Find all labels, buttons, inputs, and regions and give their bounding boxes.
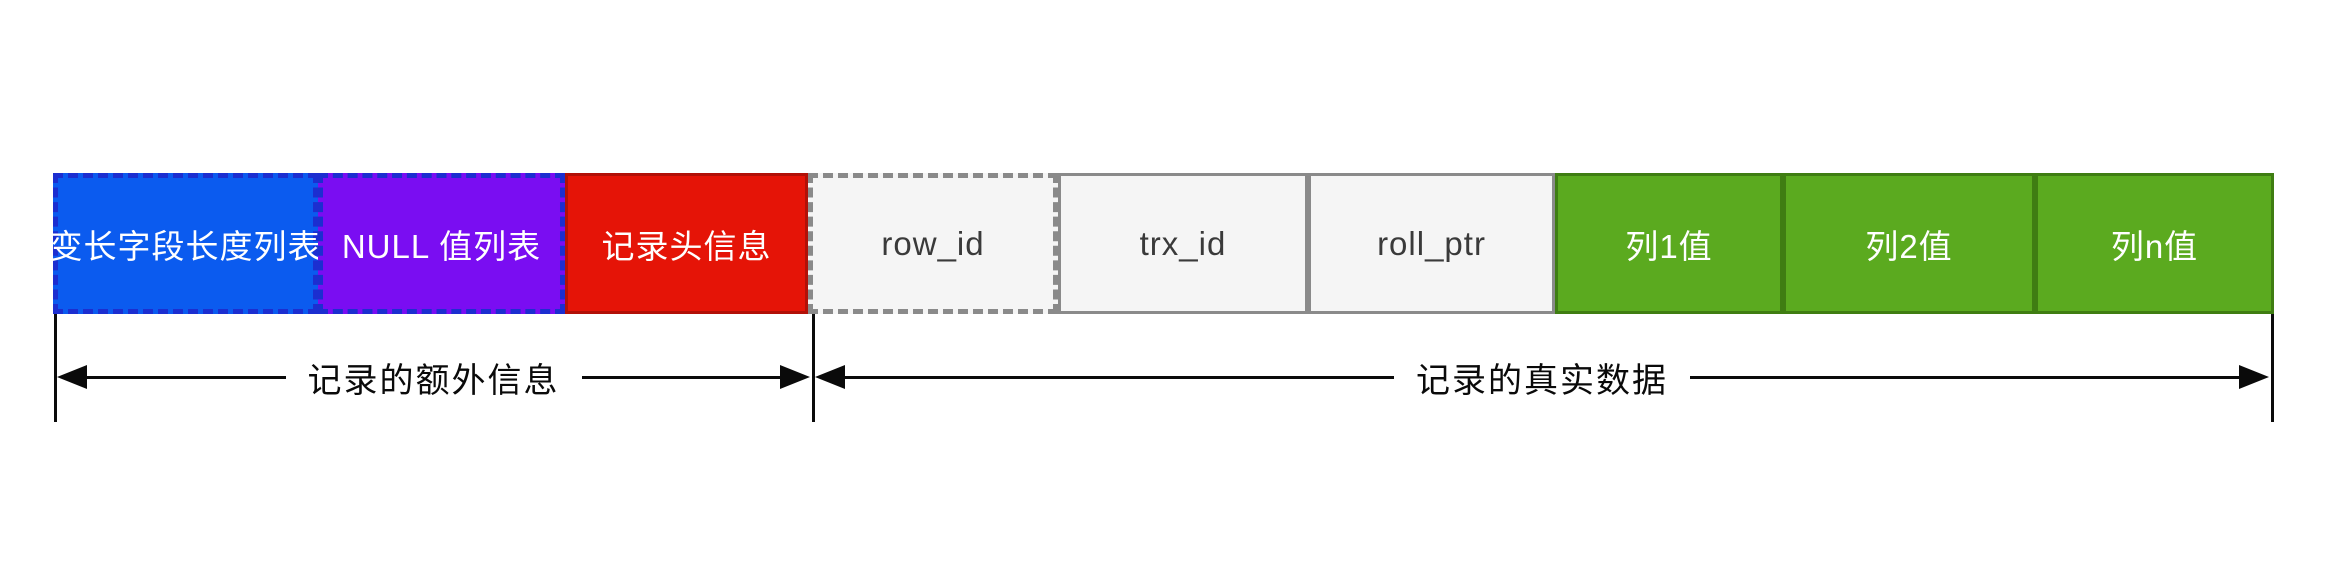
record-box-record-header: 记录头信息 bbox=[565, 173, 808, 314]
record-box-trx-id: trx_id bbox=[1058, 173, 1308, 314]
arrowhead-left-icon bbox=[815, 365, 845, 389]
arrow-line bbox=[581, 375, 780, 379]
record-box-label: 变长字段长度列表 bbox=[49, 227, 322, 265]
arrow-line bbox=[87, 375, 286, 379]
arrow-line bbox=[845, 375, 1394, 379]
record-box-var-length-list: 变长字段长度列表 bbox=[50, 173, 321, 314]
record-box-col2-value: 列2值 bbox=[1783, 173, 2035, 314]
record-boxes-row: 变长字段长度列表 NULL 值列表 记录头信息 row_id trx_id roll_pt… bbox=[50, 173, 2274, 314]
extra-info-dimension-arrow: 记录的额外信息 bbox=[57, 355, 810, 400]
record-box-label: roll_ptr bbox=[1377, 224, 1486, 262]
dimension-tick-left bbox=[54, 314, 57, 422]
record-box-label: trx_id bbox=[1139, 224, 1227, 262]
extra-info-label: 记录的额外信息 bbox=[307, 361, 560, 400]
record-box-label: row_id bbox=[881, 224, 985, 262]
record-box-label: 列1值 bbox=[1625, 227, 1713, 265]
arrow-line bbox=[1690, 375, 2239, 379]
arrowhead-left-icon bbox=[57, 365, 87, 389]
record-box-coln-value: 列n值 bbox=[2035, 173, 2274, 314]
record-box-label: 记录头信息 bbox=[601, 227, 772, 265]
record-box-label: 列n值 bbox=[2110, 227, 2199, 265]
real-data-label: 记录的真实数据 bbox=[1416, 361, 1668, 400]
record-box-label: NULL 值列表 bbox=[341, 227, 542, 265]
record-box-col1-value: 列1值 bbox=[1555, 173, 1783, 314]
record-box-roll-ptr: roll_ptr bbox=[1308, 173, 1555, 314]
dimension-tick-middle bbox=[812, 314, 815, 422]
real-data-dimension-arrow: 记录的真实数据 bbox=[815, 355, 2269, 400]
arrowhead-right-icon bbox=[2239, 365, 2269, 389]
record-box-null-list: NULL 值列表 bbox=[318, 173, 565, 314]
arrowhead-right-icon bbox=[780, 365, 810, 389]
dimension-tick-right bbox=[2271, 314, 2274, 422]
record-box-row-id: row_id bbox=[808, 173, 1058, 314]
record-box-label: 列2值 bbox=[1865, 227, 1953, 265]
